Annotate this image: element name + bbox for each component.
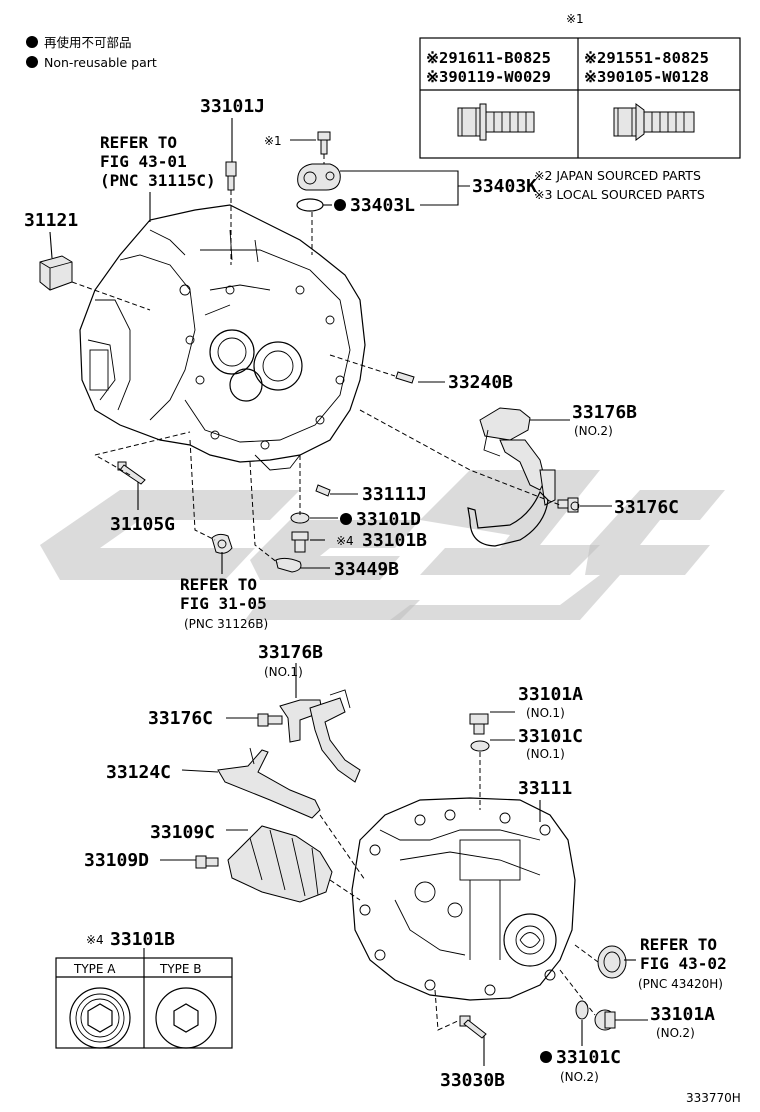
- label-33101D: 33101D: [356, 509, 421, 530]
- bolt-table-mark: ※1: [566, 12, 584, 26]
- label-33403K: 33403K: [472, 176, 537, 197]
- label-33176B-top: 33176B: [572, 402, 637, 423]
- label-mark4-mid: ※4: [336, 534, 354, 548]
- bolt-left-line2: ※390119-W0029: [426, 68, 551, 86]
- part-33101B-mid-shape: [291, 531, 309, 553]
- bolt-left-line1: ※291611-B0825: [426, 49, 551, 67]
- label-33449B: 33449B: [334, 559, 399, 580]
- ref-43-01-line3: (PNC 31115C): [100, 171, 216, 190]
- part-33176C-low-shape: [257, 713, 283, 727]
- part-33111J-shape: [315, 484, 331, 497]
- label-33101A-top: 33101A: [518, 684, 583, 705]
- plug-type-table: TYPE A TYPE B: [55, 957, 233, 1049]
- label-33101B-box: 33101B: [110, 929, 175, 950]
- ref-43-02-line1: REFER TO: [640, 935, 717, 954]
- transmission-case: [351, 797, 576, 1001]
- label-no2-a: (NO.2): [574, 424, 613, 438]
- note-japan-sourced: ※2 JAPAN SOURCED PARTS: [534, 168, 701, 183]
- label-mark4-box: ※4: [86, 933, 104, 947]
- note-local-sourced: ※3 LOCAL SOURCED PARTS: [534, 187, 705, 202]
- part-33101C-low-shape: [575, 1000, 589, 1020]
- label-33176C-low: 33176C: [148, 708, 213, 729]
- label-33101B-mid: 33101B: [362, 530, 427, 551]
- legend-item-jp: 再使用不可部品: [44, 35, 132, 50]
- part-33101A-top-shape: [469, 713, 489, 735]
- filled-dot-icon: [26, 36, 38, 48]
- label-33101C-low: 33101C: [556, 1047, 621, 1068]
- part-33176B-no2-shape: [467, 407, 556, 547]
- plug-type-b-icon: [155, 987, 217, 1049]
- legend: 再使用不可部品 Non-reusable part: [26, 35, 157, 70]
- type-a-label: TYPE A: [73, 962, 116, 976]
- part-31105G-shape: [117, 461, 146, 485]
- label-33240B: 33240B: [448, 372, 513, 393]
- part-33403K-shape: [297, 163, 341, 191]
- label-no1-b: (NO.1): [526, 706, 565, 720]
- bolt-table: ※1 ※291611-B0825 ※390119-W0029 ※291551-8…: [419, 12, 741, 159]
- ref-31-05-line1: REFER TO: [180, 575, 257, 594]
- non-reusable-dot-icon: [540, 1051, 552, 1063]
- part-33101C-top-shape: [470, 740, 490, 752]
- part-33030B-shape: [459, 1015, 487, 1039]
- part-bolt-mark1-shape: [317, 131, 331, 170]
- transaxle-housing: [79, 204, 366, 471]
- label-no2-c: (NO.2): [560, 1070, 599, 1084]
- leader-lines: [49, 118, 648, 1066]
- ref-31-05-line3: (PNC 31126B): [184, 617, 268, 631]
- label-no1-a: (NO.1): [264, 665, 303, 679]
- part-33101J-shape: [225, 161, 237, 265]
- label-33176B-low: 33176B: [258, 642, 323, 663]
- ref-43-01-line2: FIG 43-01: [100, 152, 187, 171]
- label-33109D: 33109D: [84, 850, 149, 871]
- label-33111J: 33111J: [362, 484, 427, 505]
- o-ring-33403L: [296, 198, 324, 212]
- ref-43-01-line1: REFER TO: [100, 133, 177, 152]
- part-33109D-shape: [195, 855, 219, 869]
- labels: 33101J REFER TO FIG 43-01 (PNC 31115C) 3…: [24, 96, 741, 1105]
- label-33176C-top: 33176C: [614, 497, 679, 518]
- part-33109C-shape: [227, 825, 333, 903]
- legend-item-en: Non-reusable part: [44, 55, 157, 70]
- non-reusable-dot-icon: [340, 513, 352, 525]
- filled-dot-icon: [26, 56, 38, 68]
- assembly-lines-top: [71, 281, 561, 564]
- label-33403L: 33403L: [350, 195, 415, 216]
- label-33030B: 33030B: [440, 1070, 505, 1091]
- type-b-label: TYPE B: [159, 962, 202, 976]
- part-33449B-shape: [275, 557, 302, 573]
- label-33109C: 33109C: [150, 822, 215, 843]
- label-no2-b: (NO.2): [656, 1026, 695, 1040]
- flange-bolt-washer-icon: [457, 103, 535, 141]
- label-31121: 31121: [24, 210, 78, 231]
- label-no1-c: (NO.1): [526, 747, 565, 761]
- label-33101J: 33101J: [200, 96, 265, 117]
- ref-43-02-line3: (PNC 43420H): [638, 977, 723, 991]
- part-31126B-shape: [211, 533, 233, 554]
- part-33124C-shape: [217, 747, 321, 819]
- assembly-lines-bottom: [319, 814, 599, 1031]
- label-33111: 33111: [518, 778, 572, 799]
- label-31105G: 31105G: [110, 514, 175, 535]
- bolt-right-line2: ※390105-W0128: [584, 68, 709, 86]
- label-33101C-top: 33101C: [518, 726, 583, 747]
- part-33240B-shape: [395, 371, 415, 384]
- plug-type-a-icon: [69, 987, 131, 1049]
- part-33101A-low-shape: [594, 1009, 616, 1031]
- part-33176B-no1-shape: [279, 689, 361, 783]
- label-33124C: 33124C: [106, 762, 171, 783]
- ref-31-05-line2: FIG 31-05: [180, 594, 267, 613]
- label-33101A-low: 33101A: [650, 1004, 715, 1025]
- figure-id: 333770H: [686, 1091, 741, 1105]
- label-mark1-small: ※1: [264, 134, 282, 148]
- flange-bolt-icon: [613, 103, 695, 141]
- bolt-right-line1: ※291551-80825: [584, 49, 709, 67]
- ref-43-02-line2: FIG 43-02: [640, 954, 727, 973]
- part-31121-shape: [39, 255, 73, 291]
- non-reusable-dot-icon: [334, 199, 346, 211]
- oil-seal-shape: [597, 945, 627, 979]
